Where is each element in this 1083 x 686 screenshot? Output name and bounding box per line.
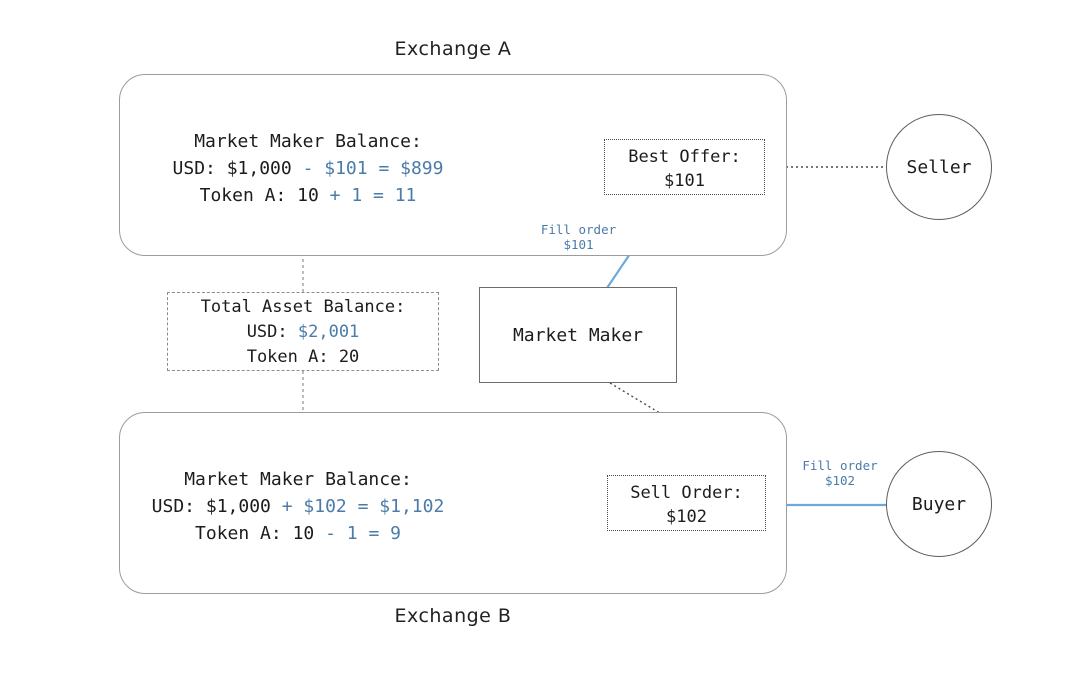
fill-order-b-line1: Fill order [802, 458, 878, 473]
token-prefix: Token A: 10 [199, 185, 319, 206]
exchange-a-balance-title: Market Maker Balance: [194, 131, 422, 152]
market-maker-label: Market Maker [512, 324, 644, 346]
usd-prefix: USD: $1,000 [151, 496, 271, 517]
exchange-b-title: Exchange B [394, 605, 512, 627]
usd-operator: + [270, 496, 304, 517]
exchange-a-balance: Market Maker Balance: USD: $1,000 - $101… [128, 128, 488, 209]
sell-order-box[interactable]: Sell Order: $102 [607, 475, 766, 531]
token-operator: - [314, 523, 347, 544]
best-offer-title: Best Offer: [628, 147, 741, 167]
total-asset-usd-value: $2,001 [297, 322, 360, 342]
seller-node[interactable]: Seller [886, 114, 992, 220]
token-equals: = [357, 523, 391, 544]
buyer-label: Buyer [911, 493, 967, 515]
sell-order-price: $102 [666, 507, 707, 527]
fill-order-a-line2: $101 [563, 237, 594, 252]
best-offer-price: $101 [664, 171, 705, 191]
token-equals: = [362, 185, 395, 206]
usd-result: $1,102 [379, 496, 445, 517]
exchange-b-balance-token: Token A: 10 - 1 = 9 [118, 520, 478, 547]
usd-result: $899 [400, 158, 444, 179]
token-operand: 1 [351, 185, 363, 206]
exchange-b-balance-title: Market Maker Balance: [184, 469, 412, 490]
token-operand: 1 [346, 523, 358, 544]
usd-operand: $102 [303, 496, 347, 517]
fill-order-b-line2: $102 [824, 473, 856, 488]
buyer-node[interactable]: Buyer [886, 451, 992, 557]
seller-label: Seller [906, 156, 972, 178]
exchange-a-balance-usd: USD: $1,000 - $101 = $899 [128, 155, 488, 182]
fill-order-b-label: Fill order $102 [785, 458, 895, 488]
usd-equals: = [367, 158, 401, 179]
fill-order-a-line1: Fill order [540, 222, 617, 237]
token-result: 11 [394, 185, 417, 206]
sell-order-title: Sell Order: [630, 483, 743, 503]
market-maker-box[interactable]: Market Maker [479, 287, 677, 383]
best-offer-box[interactable]: Best Offer: $101 [604, 139, 765, 195]
token-result: 9 [390, 523, 401, 544]
exchange-a-balance-token: Token A: 10 + 1 = 11 [128, 182, 488, 209]
fill-order-a-label: Fill order $101 [511, 222, 646, 252]
exchange-b-balance: Market Maker Balance: USD: $1,000 + $102… [118, 466, 478, 547]
token-prefix: Token A: 10 [195, 523, 315, 544]
usd-prefix: USD: $1,000 [172, 158, 292, 179]
exchange-b-balance-usd: USD: $1,000 + $102 = $1,102 [118, 493, 478, 520]
total-asset-title: Total Asset Balance: [200, 297, 406, 317]
total-asset-usd: USD: $2,001 [168, 320, 438, 345]
usd-equals: = [346, 496, 380, 517]
exchange-a-title: Exchange A [394, 38, 512, 60]
total-asset-balance-box: Total Asset Balance: USD: $2,001 Token A… [167, 292, 439, 371]
total-asset-usd-label: USD: [246, 322, 298, 342]
total-asset-token: Token A: 20 [246, 347, 360, 367]
token-operator: + [318, 185, 352, 206]
usd-operand: $101 [324, 158, 368, 179]
usd-operator: - [291, 158, 325, 179]
